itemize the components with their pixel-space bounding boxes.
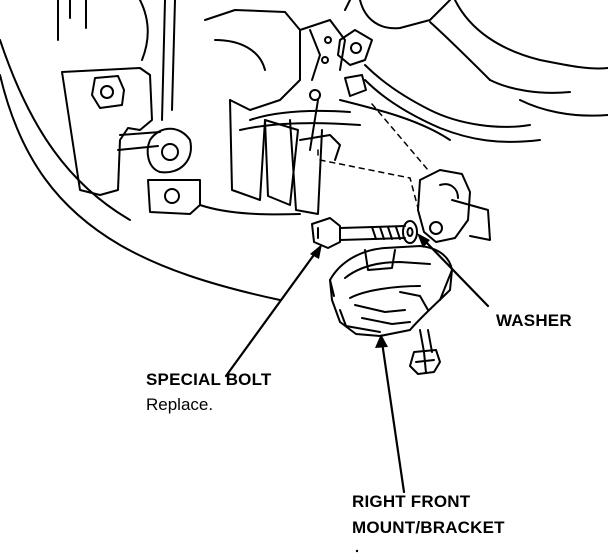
washer-label: WASHER [496, 311, 572, 330]
washer-leader-line [422, 238, 490, 308]
mount-lower-bracket [329, 245, 453, 337]
special-bolt-part [311, 217, 406, 249]
washer-part [402, 220, 418, 244]
mount-upper-plate [417, 169, 491, 243]
mount-arrowhead [375, 334, 388, 348]
mount-leader-line [380, 340, 406, 494]
bolt-leader-line [224, 250, 318, 378]
mount-label-line2: MOUNT/BRACKET [352, 518, 505, 537]
special-bolt-label: SPECIAL BOLT [146, 370, 272, 389]
arrowheads [310, 233, 430, 348]
frame-outline [0, 0, 281, 301]
alignment-guides [317, 103, 429, 209]
washer-arrowhead [417, 233, 430, 248]
engine-block [61, 0, 361, 216]
stray-dot [355, 549, 359, 553]
special-bolt-note: Replace. [146, 395, 214, 414]
mount-label-line1: RIGHT FRONT [352, 492, 471, 511]
bolt-arrowhead [310, 244, 322, 259]
lower-bolt-part [409, 329, 441, 375]
leader-lines [224, 238, 490, 494]
upper-components [321, 0, 608, 143]
